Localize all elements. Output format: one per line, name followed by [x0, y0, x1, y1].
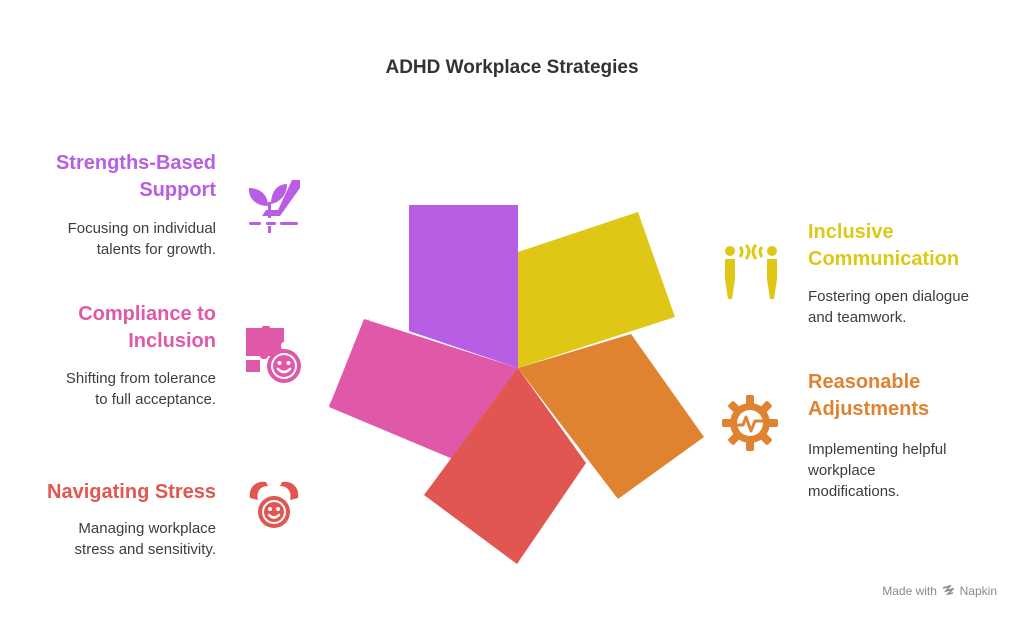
desc-reasonable-adjustments: Implementing helpful workplace modificat…: [808, 441, 947, 500]
gear-pulse-icon: [722, 395, 778, 451]
desc-strengths-based-support: Focusing on individual talents for growt…: [67, 220, 216, 258]
wheel-segment-stress: [424, 368, 586, 564]
strategy-wheel: [329, 205, 704, 564]
heading-strengths-based-support: Strengths-Based Support: [55, 152, 216, 201]
cradled-face-icon: [249, 481, 299, 528]
wheel-segment-inclusion-main: [329, 319, 518, 462]
people-talking-icon: [725, 243, 777, 299]
heading-navigating-stress: Navigating Stress: [47, 481, 216, 503]
wheel-segment-adjustments: [518, 334, 704, 499]
desc-inclusive-communication: Fostering open dialogue and teamwork.: [808, 288, 969, 326]
puzzle-face-icon: [246, 326, 301, 383]
heading-reasonable-adjustments: Reasonable Adjustments: [808, 371, 930, 420]
desc-compliance-to-inclusion: Shifting from tolerance to full acceptan…: [65, 370, 216, 408]
heading-inclusive-communication: Inclusive Communication: [808, 221, 960, 270]
page-title: ADHD Workplace Strategies: [385, 57, 639, 78]
napkin-logo-icon: [943, 584, 956, 596]
desc-navigating-stress: Managing workplace stress and sensitivit…: [74, 520, 216, 558]
credit-brand: Napkin: [959, 583, 997, 598]
sprout-hand-icon: [248, 180, 300, 233]
heading-compliance-to-inclusion: Compliance to Inclusion: [78, 303, 216, 352]
wheel-segment-communication: [518, 212, 675, 368]
credit-prefix: Made with: [882, 583, 937, 598]
napkin-credit[interactable]: Made with Napkin: [882, 583, 997, 598]
wheel-segment-strengths: [409, 205, 518, 368]
